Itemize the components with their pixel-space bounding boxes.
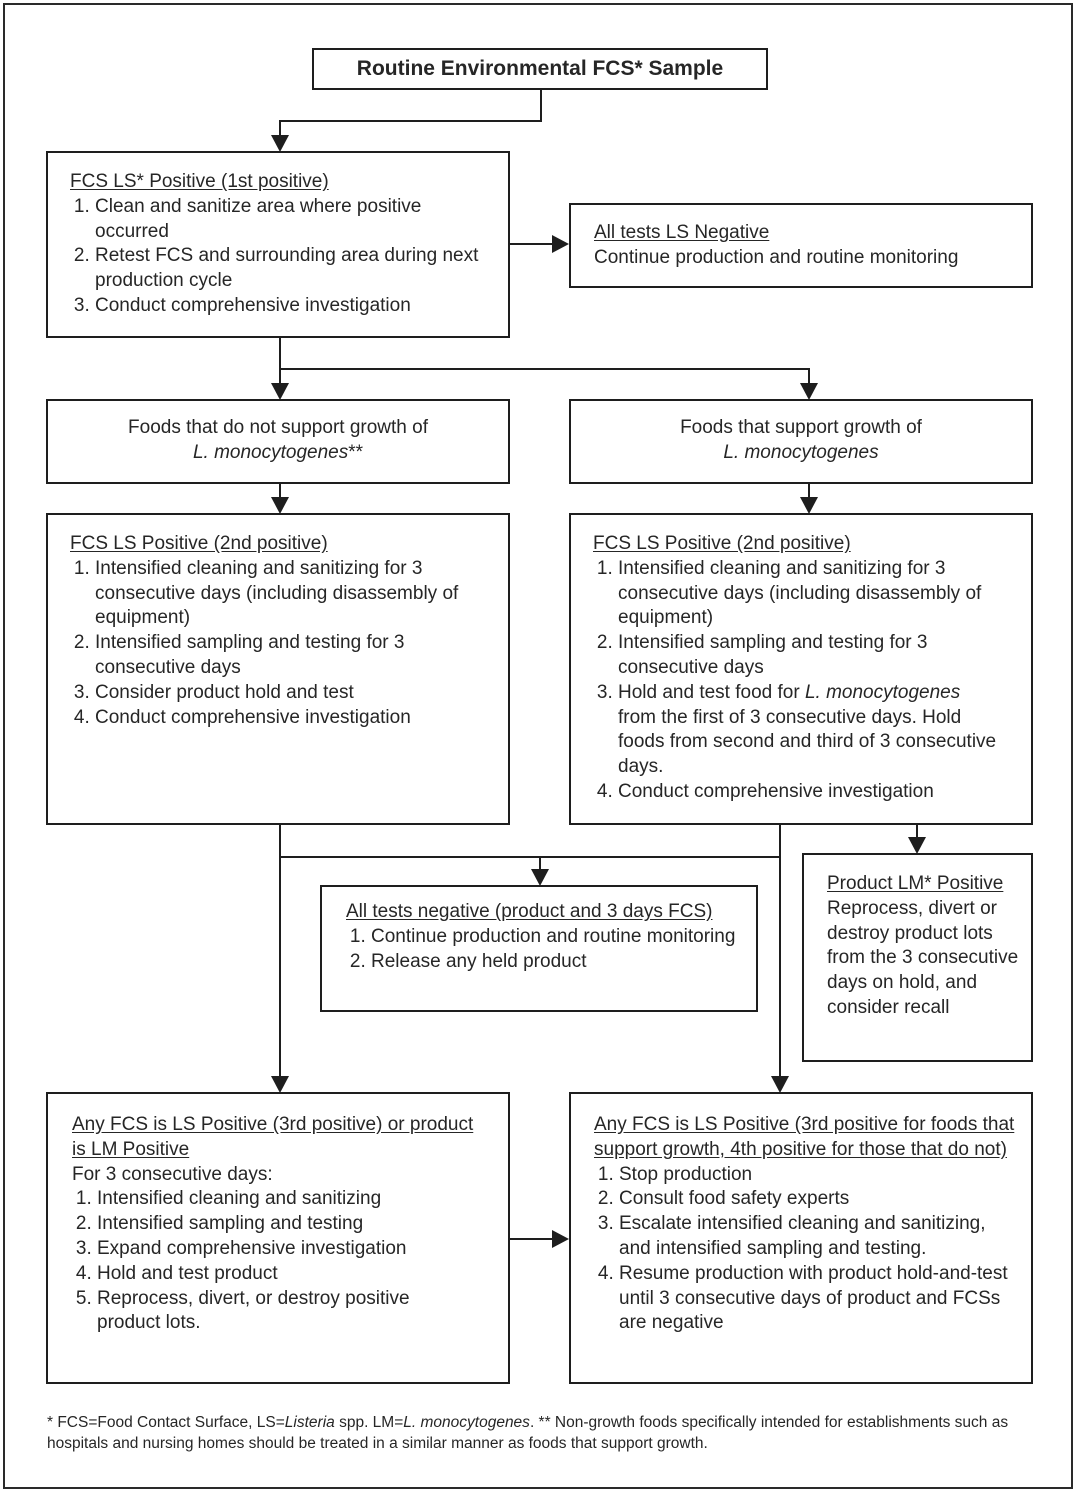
list-item: Release any held product [371, 950, 741, 975]
connector-line [279, 825, 281, 1078]
second-left-list: Intensified cleaning and sanitizing for … [70, 557, 478, 731]
arrow-head [552, 235, 569, 253]
connector-line [540, 90, 542, 122]
growth-label: Foods that support growth of [680, 417, 922, 438]
connector-line [279, 368, 810, 370]
first-positive-list: Clean and sanitize area where positive o… [70, 195, 498, 319]
diagram-frame [3, 3, 1073, 1489]
arrow-head [531, 869, 549, 886]
all-negative-list: Continue production and routine monitori… [346, 925, 741, 975]
connector-line [279, 120, 281, 137]
first-positive-heading: FCS LS* Positive (1st positive) [70, 171, 329, 192]
non-growth-foods-box: Foods that do not support growth of L. m… [46, 399, 510, 484]
list-item: Consider product hold and test [95, 681, 478, 706]
list-item: Intensified sampling and testing [97, 1212, 478, 1237]
third-left-intro: For 3 consecutive days: [72, 1163, 273, 1185]
third-positive-right-box: Any FCS is LS Positive (3rd positive for… [569, 1092, 1033, 1384]
connector-line [510, 1238, 554, 1240]
first-positive-box: FCS LS* Positive (1st positive) Clean an… [46, 151, 510, 338]
list-item: Stop production [619, 1163, 1019, 1188]
arrow-head [271, 135, 289, 152]
product-lm-heading: Product LM* Positive [827, 873, 1004, 894]
list-item: Intensified cleaning and sanitizing for … [618, 557, 1001, 631]
genus-name: Listeria [284, 1414, 335, 1431]
third-left-heading: Any FCS is LS Positive (3rd positive) or… [72, 1114, 474, 1160]
list-item: Retest FCS and surrounding area during n… [95, 244, 498, 294]
second-positive-left-box: FCS LS Positive (2nd positive) Intensifi… [46, 513, 510, 825]
list-item: Intensified cleaning and sanitizing for … [95, 557, 478, 631]
connector-line [279, 338, 281, 385]
list-item: Escalate intensified cleaning and saniti… [619, 1212, 1019, 1262]
list-item: Intensified sampling and testing for 3 c… [618, 631, 1001, 681]
footnote-marker: ** [348, 441, 364, 463]
list-item: Expand comprehensive investigation [97, 1237, 478, 1262]
connector-line [779, 825, 781, 1078]
arrow-head [771, 1076, 789, 1093]
list-item: Hold and test food for L. monocytogenes … [618, 681, 1001, 780]
all-negative-ls-box: All tests LS Negative Continue productio… [569, 203, 1033, 288]
list-item: Intensified cleaning and sanitizing [97, 1187, 478, 1212]
second-left-heading: FCS LS Positive (2nd positive) [70, 533, 328, 554]
diagram-title: Routine Environmental FCS* Sample [356, 57, 724, 80]
connector-line [808, 368, 810, 385]
arrow-head [552, 1230, 569, 1248]
connector-line [279, 120, 542, 122]
connector-line [539, 856, 541, 871]
connector-line [279, 856, 781, 858]
all-tests-negative-box: All tests negative (product and 3 days F… [320, 885, 758, 1012]
arrow-head [271, 383, 289, 400]
list-item: Intensified sampling and testing for 3 c… [95, 631, 478, 681]
growth-foods-box: Foods that support growth of L. monocyto… [569, 399, 1033, 484]
organism-name: L. monocytogenes [403, 1414, 530, 1431]
arrow-head [800, 383, 818, 400]
list-item: Continue production and routine monitori… [371, 925, 741, 950]
connector-line [279, 484, 281, 499]
list-item: Reprocess, divert, or destroy positive p… [97, 1287, 478, 1337]
non-growth-label: Foods that do not support growth of [128, 417, 428, 438]
list-item: Conduct comprehensive investigation [95, 294, 498, 319]
second-right-list: Intensified cleaning and sanitizing for … [593, 557, 1001, 805]
connector-line [808, 484, 810, 499]
organism-name: L. monocytogenes [723, 441, 879, 463]
list-item: Hold and test product [97, 1262, 478, 1287]
list-item: Resume production with product hold-and-… [619, 1262, 1019, 1336]
organism-name: L. monocytogenes [192, 441, 349, 463]
second-right-heading: FCS LS Positive (2nd positive) [593, 533, 851, 554]
third-positive-left-box: Any FCS is LS Positive (3rd positive) or… [46, 1092, 510, 1384]
negative-text: Continue production and routine monitori… [594, 246, 959, 268]
third-left-list: Intensified cleaning and sanitizing Inte… [72, 1187, 478, 1336]
arrow-head [271, 497, 289, 514]
list-item: Conduct comprehensive investigation [618, 780, 1001, 805]
title-box: Routine Environmental FCS* Sample [312, 48, 768, 90]
organism-name: L. monocytogenes [804, 681, 961, 703]
list-item: Conduct comprehensive investigation [95, 706, 478, 731]
negative-heading: All tests LS Negative [594, 222, 770, 243]
product-lm-text: Reprocess, divert or destroy product lot… [827, 897, 1019, 1018]
footnote: * FCS=Food Contact Surface, LS=Listeria … [47, 1414, 1009, 1452]
third-right-heading: Any FCS is LS Positive (3rd positive for… [594, 1114, 1015, 1160]
connector-line [916, 825, 918, 839]
arrow-head [800, 497, 818, 514]
list-item: Clean and sanitize area where positive o… [95, 195, 498, 245]
connector-line [510, 243, 554, 245]
arrow-head [908, 837, 926, 854]
all-negative-heading: All tests negative (product and 3 days F… [346, 901, 713, 922]
third-right-list: Stop production Consult food safety expe… [594, 1163, 1019, 1337]
second-positive-right-box: FCS LS Positive (2nd positive) Intensifi… [569, 513, 1033, 825]
list-item: Consult food safety experts [619, 1187, 1019, 1212]
product-lm-positive-box: Product LM* Positive Reprocess, divert o… [802, 853, 1033, 1062]
arrow-head [271, 1076, 289, 1093]
